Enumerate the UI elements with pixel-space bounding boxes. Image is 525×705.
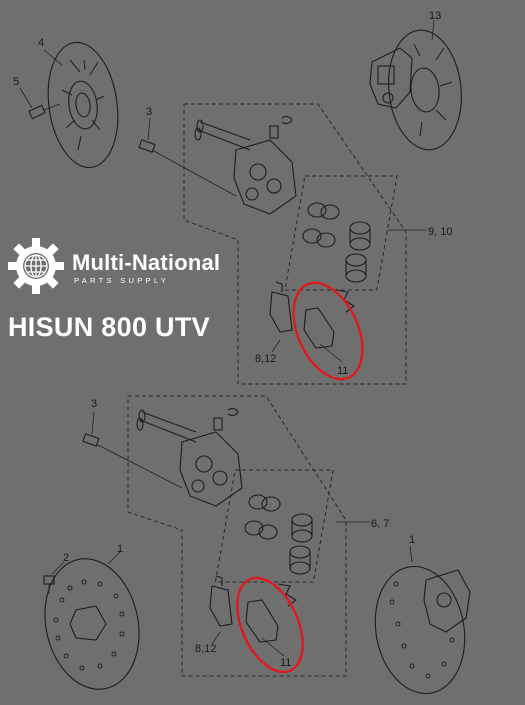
caliper-disc-assembly-part-13 [369, 19, 462, 151]
callout-2: 2 [63, 552, 69, 564]
disc-bolt-part-2 [43, 561, 65, 594]
callout-11-top: 11 [337, 365, 348, 377]
disc-bolt-part-5 [19, 87, 61, 120]
brake-disc-part-1-left [44, 551, 140, 690]
top-piston-seal-kit [302, 202, 426, 283]
top-highlight-ring [292, 281, 364, 381]
callout-3-top: 3 [146, 106, 152, 118]
top-brake-pads [269, 281, 355, 363]
callout-9-10: 9, 10 [428, 226, 452, 238]
brake-disc-part-4 [47, 41, 119, 169]
callout-1-left: 1 [117, 543, 123, 555]
bottom-brake-pads [209, 575, 297, 657]
brand-tagline: PARTS SUPPLY [74, 276, 170, 285]
bottom-kit-boundary [127, 395, 347, 677]
bottom-piston-seal-kit [244, 494, 370, 575]
callout-11-bottom: 11 [280, 657, 291, 669]
caliper-disc-assembly-part-1-right [374, 545, 471, 695]
callout-1-right: 1 [409, 534, 415, 546]
bottom-highlight-ring [236, 576, 304, 674]
top-caliper-body [138, 115, 297, 215]
callout-5: 5 [13, 76, 19, 88]
callout-8-12-top: 8,12 [255, 353, 276, 365]
top-kit-boundary [183, 103, 407, 385]
model-title: HISUN 800 UTV [8, 312, 210, 342]
callout-6-7: 6, 7 [371, 518, 389, 530]
callout-3-bottom: 3 [91, 398, 97, 410]
bottom-caliper-body [82, 407, 243, 507]
brand-name: Multi-National [72, 250, 221, 275]
callout-8-12-bottom: 8,12 [195, 643, 216, 655]
callout-13: 13 [429, 10, 441, 22]
callout-4: 4 [38, 37, 44, 49]
gear-globe-logo-icon [8, 238, 64, 294]
